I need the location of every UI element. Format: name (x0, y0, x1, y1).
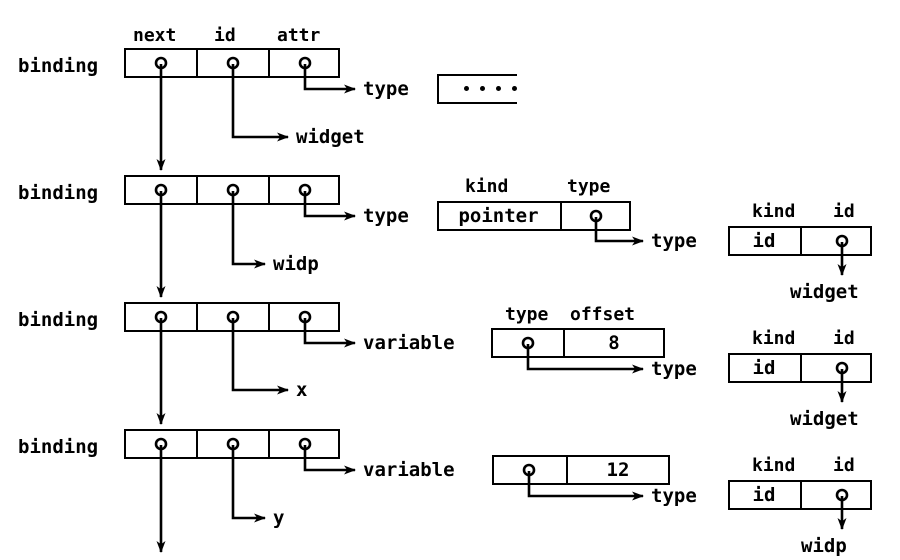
pointer-type-record[interactable] (437, 201, 631, 231)
variable-record-3-divider (563, 328, 565, 358)
binding-2-pointer-dots (154, 183, 312, 197)
id-record-header-id-4: id (833, 455, 855, 476)
type-pointer-label-4: type (651, 485, 697, 507)
column-header-attr: attr (277, 25, 321, 46)
ellipsis-dot (480, 86, 485, 91)
pointer-kind-value: pointer (458, 205, 539, 227)
pointer-type-record-divider (560, 201, 562, 231)
id-record-header-id-3: id (833, 328, 855, 349)
binding-node-1[interactable] (124, 48, 340, 78)
id-type-record-2-divider (800, 226, 802, 256)
id-record-target-4: widp (801, 535, 847, 557)
id-target-label-3: x (296, 379, 308, 401)
attr-target-label-3: variable (363, 332, 455, 354)
type-pointer-label-3: type (651, 358, 697, 380)
binding-1-divider-1 (196, 48, 198, 78)
variable-header-offset-3: offset (570, 304, 636, 325)
binding-3-divider-1 (196, 302, 198, 332)
binding-3-divider-2 (268, 302, 270, 332)
ellipsis-dot (512, 86, 517, 91)
variable-offset-value-4: 12 (606, 459, 630, 481)
column-header-next: next (133, 25, 177, 46)
id-record-header-kind-4: kind (752, 455, 796, 476)
id-record-3-pointer-dot (835, 361, 849, 375)
record-header-type-2: type (567, 176, 611, 197)
id-record-header-kind-3: kind (752, 328, 796, 349)
binding-3-pointer-dots (154, 310, 312, 324)
id-type-record-4-divider (800, 480, 802, 510)
attr-target-label-2: type (363, 205, 409, 227)
binding-label-4: binding (18, 436, 99, 458)
variable-record-3-pointer-dot (521, 336, 535, 350)
id-record-kind-value-2: id (752, 230, 776, 252)
variable-record-4-pointer-dot (522, 463, 536, 477)
binding-4-divider-2 (268, 429, 270, 459)
record-header-kind-2: kind (465, 176, 509, 197)
id-type-record-3-divider (800, 353, 802, 383)
type-record-1-partial[interactable] (437, 74, 517, 104)
pointer-type-cell-dot (589, 209, 603, 223)
variable-record-4[interactable] (492, 455, 670, 485)
attr-target-label-1: type (363, 78, 409, 100)
variable-record-3[interactable] (491, 328, 665, 358)
id-record-header-kind-2: kind (752, 201, 796, 222)
id-record-target-3: widget (790, 408, 859, 430)
binding-2-divider-1 (196, 175, 198, 205)
id-record-target-2: widget (790, 281, 859, 303)
binding-1-pointer-dots (154, 56, 312, 70)
id-target-label-4: y (273, 507, 285, 529)
id-record-kind-value-4: id (752, 484, 776, 506)
binding-label-2: binding (18, 182, 99, 204)
ellipsis-dot (464, 86, 469, 91)
id-target-label-2: widp (273, 253, 319, 275)
id-record-2-pointer-dot (835, 234, 849, 248)
binding-2-divider-2 (268, 175, 270, 205)
variable-record-4-divider (566, 455, 568, 485)
attr-target-label-4: variable (363, 459, 455, 481)
column-header-id: id (214, 25, 236, 46)
binding-node-3[interactable] (124, 302, 340, 332)
binding-4-pointer-dots (154, 437, 312, 451)
id-record-4-pointer-dot (835, 488, 849, 502)
binding-1-divider-2 (268, 48, 270, 78)
binding-4-divider-1 (196, 429, 198, 459)
id-record-kind-value-3: id (752, 357, 776, 379)
id-record-header-id-2: id (833, 201, 855, 222)
type-pointer-label-2: type (651, 230, 697, 252)
binding-label-3: binding (18, 309, 99, 331)
variable-header-type-3: type (505, 304, 549, 325)
variable-offset-value-3: 8 (608, 332, 620, 354)
binding-label-1: binding (18, 55, 99, 77)
ellipsis-dot (496, 86, 501, 91)
binding-node-2[interactable] (124, 175, 340, 205)
binding-node-4[interactable] (124, 429, 340, 459)
id-target-label-1: widget (296, 126, 365, 148)
